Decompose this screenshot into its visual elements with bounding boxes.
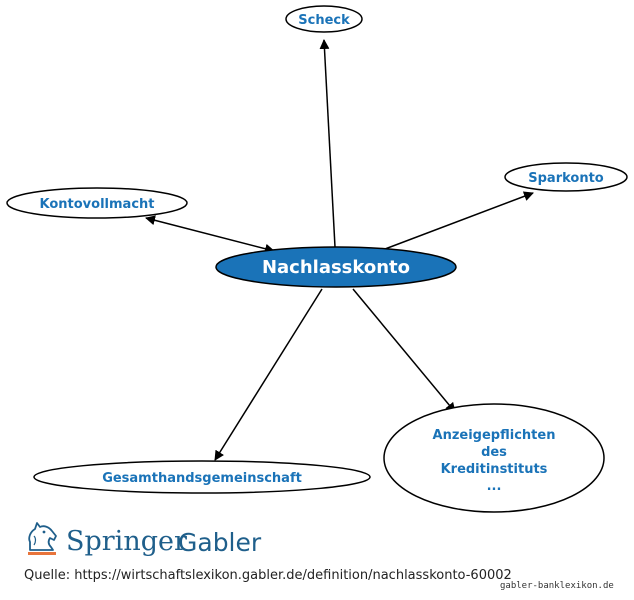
center-node-label: Nachlasskonto bbox=[262, 257, 410, 278]
node-scheck[interactable]: Scheck bbox=[285, 5, 363, 33]
node-anzeige-line4: ... bbox=[487, 479, 502, 494]
node-anzeige-line3: Kreditinstituts bbox=[441, 462, 548, 477]
node-anzeige-line1: Anzeigepflichten bbox=[433, 428, 556, 443]
edge-to-scheck bbox=[319, 39, 336, 248]
node-scheck-label: Scheck bbox=[298, 13, 350, 28]
springer-knight-icon bbox=[28, 522, 57, 555]
source-citation: Quelle: https://wirtschaftslexikon.gable… bbox=[24, 568, 512, 583]
edge-to-gesamthand bbox=[214, 288, 323, 461]
node-anzeige-line2: des bbox=[481, 445, 507, 460]
edge-to-anzeige bbox=[352, 288, 456, 413]
edge-to-sparkonto bbox=[384, 191, 534, 250]
node-sparkonto-label: Sparkonto bbox=[528, 171, 604, 186]
edge-to-kontovollmacht bbox=[145, 215, 275, 254]
node-kontovollmacht[interactable]: Kontovollmacht bbox=[6, 187, 188, 219]
node-gesamthand[interactable]: Gesamthandsgemeinschaft bbox=[33, 460, 371, 494]
node-kontovollmacht-label: Kontovollmacht bbox=[40, 197, 155, 212]
node-gesamthand-label: Gesamthandsgemeinschaft bbox=[102, 471, 302, 486]
watermark: gabler-banklexikon.de bbox=[500, 581, 614, 591]
node-sparkonto[interactable]: Sparkonto bbox=[504, 162, 628, 192]
node-anzeigepflichten[interactable]: Anzeigepflichten des Kreditinstituts ... bbox=[383, 403, 605, 513]
logo-springer-text: Springer bbox=[66, 526, 187, 557]
logo-gabler-text: Gabler bbox=[178, 528, 262, 557]
center-node[interactable]: Nachlasskonto bbox=[215, 246, 457, 288]
